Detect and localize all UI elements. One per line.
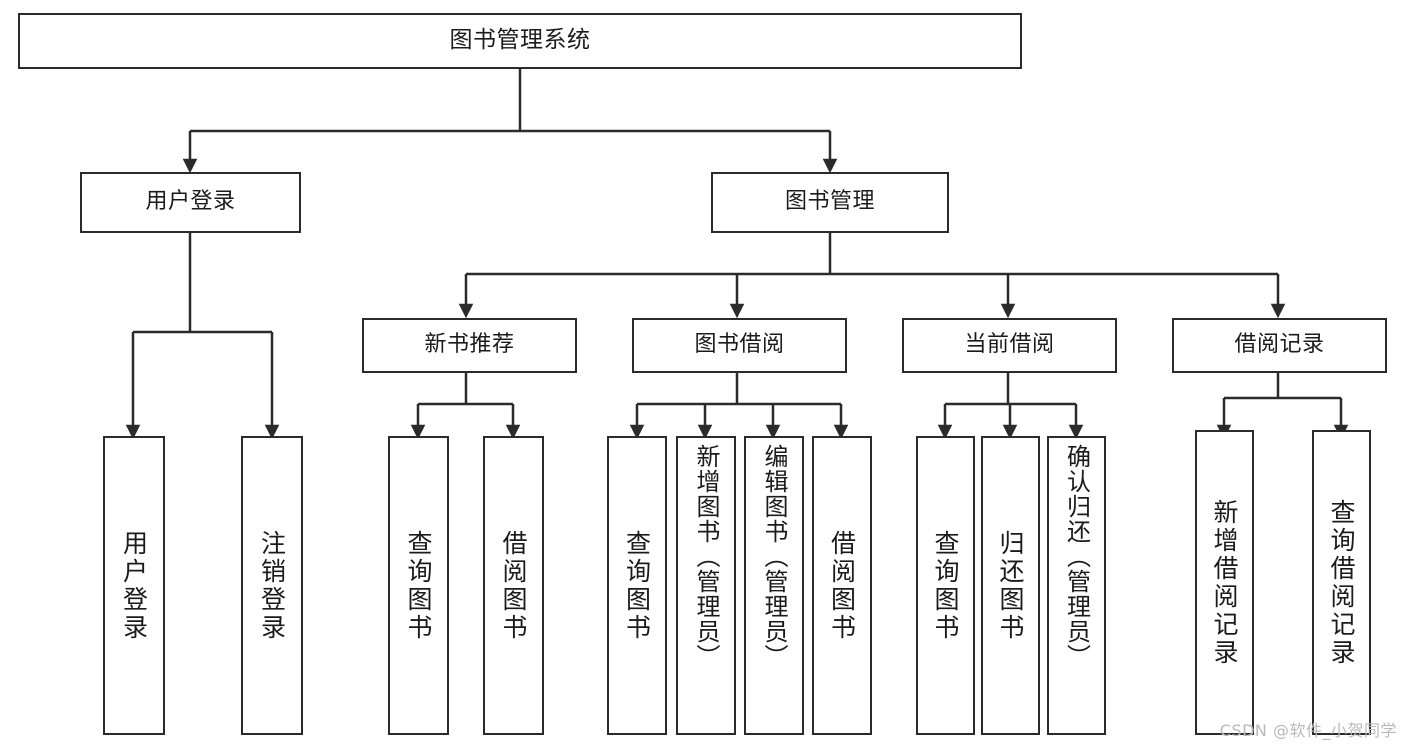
node-book-manage-label: 图书管理 (784, 189, 875, 215)
node-leaf-return-book[interactable]: 归还图书 (981, 436, 1040, 735)
node-leaf-query-book-1-label: 查询图书 (404, 529, 433, 642)
node-leaf-borrow-book-1-label: 借阅图书 (499, 529, 528, 642)
node-current-borrow-label: 当前借阅 (964, 332, 1055, 358)
node-leaf-add-record-label: 新增借阅记录 (1210, 498, 1239, 667)
node-leaf-add-book[interactable]: 新增图书（管理员） (676, 436, 736, 735)
node-leaf-query-record[interactable]: 查询借阅记录 (1312, 430, 1371, 735)
node-leaf-borrow-book-2[interactable]: 借阅图书 (812, 436, 872, 735)
node-leaf-confirm-return-label: 确认归还（管理员） (1062, 444, 1091, 669)
node-leaf-confirm-return[interactable]: 确认归还（管理员） (1047, 436, 1106, 735)
node-leaf-query-book-1[interactable]: 查询图书 (388, 436, 449, 735)
node-book-manage[interactable]: 图书管理 (711, 172, 949, 233)
node-root[interactable]: 图书管理系统 (18, 13, 1022, 69)
node-user-login-label: 用户登录 (145, 189, 236, 215)
node-new-book-recommend-label: 新书推荐 (424, 332, 515, 358)
node-user-login[interactable]: 用户登录 (80, 172, 301, 233)
node-leaf-borrow-book-2-label: 借阅图书 (827, 529, 857, 642)
node-leaf-user-login[interactable]: 用户登录 (103, 436, 165, 735)
node-leaf-query-book-2-label: 查询图书 (622, 529, 652, 642)
node-leaf-user-logout[interactable]: 注销登录 (241, 436, 303, 735)
node-book-borrow[interactable]: 图书借阅 (632, 318, 847, 373)
node-leaf-query-book-3[interactable]: 查询图书 (916, 436, 975, 735)
node-borrow-record[interactable]: 借阅记录 (1172, 318, 1387, 373)
node-leaf-add-record[interactable]: 新增借阅记录 (1195, 430, 1254, 735)
node-leaf-add-book-label: 新增图书（管理员） (692, 444, 720, 669)
node-leaf-borrow-book-1[interactable]: 借阅图书 (483, 436, 544, 735)
node-root-label: 图书管理系统 (449, 27, 591, 54)
node-leaf-return-book-label: 归还图书 (996, 529, 1025, 642)
node-leaf-edit-book-label: 编辑图书（管理员） (760, 444, 788, 669)
node-leaf-query-record-label: 查询借阅记录 (1327, 498, 1356, 667)
node-current-borrow[interactable]: 当前借阅 (902, 318, 1117, 373)
node-new-book-recommend[interactable]: 新书推荐 (362, 318, 577, 373)
node-leaf-user-login-label: 用户登录 (119, 529, 149, 642)
node-leaf-edit-book[interactable]: 编辑图书（管理员） (744, 436, 804, 735)
node-borrow-record-label: 借阅记录 (1234, 332, 1325, 358)
node-leaf-user-logout-label: 注销登录 (257, 529, 287, 642)
node-leaf-query-book-3-label: 查询图书 (931, 529, 960, 642)
node-leaf-query-book-2[interactable]: 查询图书 (607, 436, 667, 735)
node-book-borrow-label: 图书借阅 (694, 332, 785, 358)
watermark: CSDN @软件_小贺同学 (1219, 721, 1397, 740)
